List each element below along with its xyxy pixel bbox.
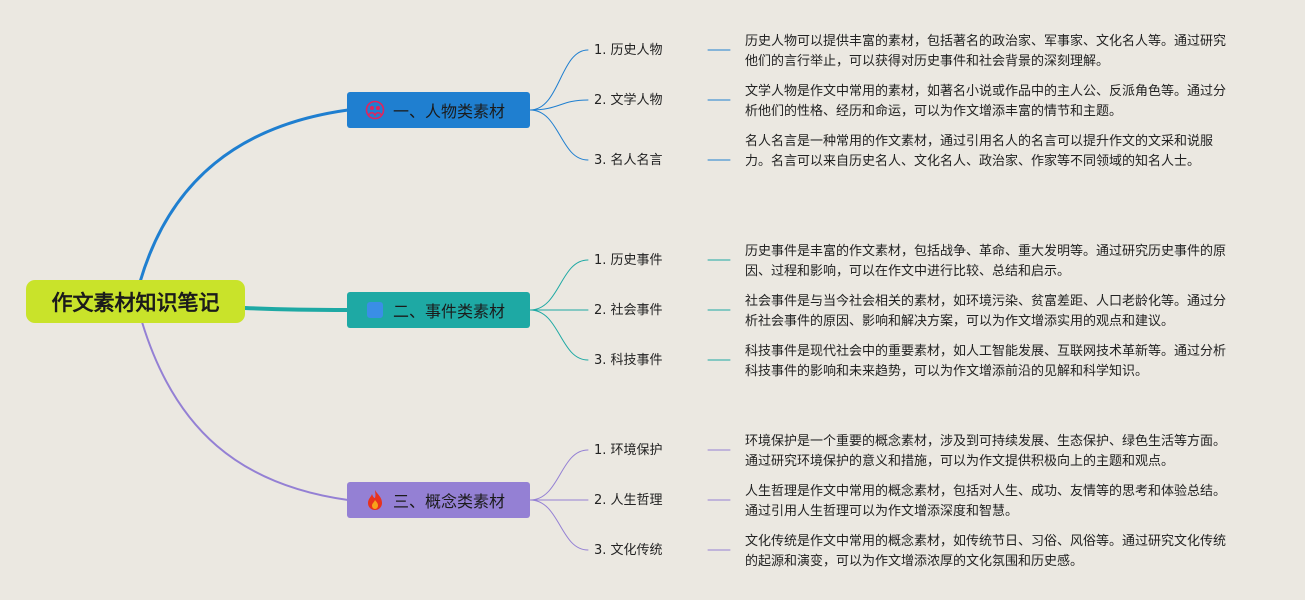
people-icon <box>363 98 387 122</box>
leaf-social-events[interactable]: 2. 社会事件 <box>594 302 663 320</box>
branch-label: 三、概念类素材 <box>393 492 506 511</box>
leaf-famous-quotes[interactable]: 3. 名人名言 <box>594 152 663 170</box>
leaf-label: 3. 名人名言 <box>594 153 663 168</box>
leaf-label: 3. 科技事件 <box>594 353 663 368</box>
leaf-label: 1. 历史人物 <box>594 43 663 58</box>
note-environmental-protection: 环境保护是一个重要的概念素材，涉及到可持续发展、生态保护、绿色生活等方面。通过研… <box>745 434 1227 469</box>
connector-branch3-leaf3 <box>529 499 589 551</box>
connector-branch2-leaf1 <box>529 259 589 311</box>
note-literary-figures: 文学人物是作文中常用的素材，如著名小说或作品中的主人公、反派角色等。通过分析他们… <box>745 84 1227 119</box>
square-icon <box>363 298 387 322</box>
connector-branch3-leaf1 <box>529 449 589 501</box>
connector-branch1-leaf2 <box>529 99 589 111</box>
note-cultural-tradition: 文化传统是作文中常用的概念素材，如传统节日、习俗、风俗等。通过研究文化传统的起源… <box>745 534 1227 569</box>
branch-label: 一、人物类素材 <box>393 102 506 121</box>
connector-branch2-leaf3 <box>529 309 589 361</box>
leaf-label: 1. 环境保护 <box>594 443 663 458</box>
leaf-label: 2. 社会事件 <box>594 303 663 318</box>
branch-people-materials[interactable]: 一、人物类素材 <box>347 92 530 128</box>
leaf-label: 2. 文学人物 <box>594 93 663 108</box>
branch-label: 二、事件类素材 <box>393 302 506 321</box>
leaf-historical-figures[interactable]: 1. 历史人物 <box>594 42 663 60</box>
leaf-tech-events[interactable]: 3. 科技事件 <box>594 352 663 370</box>
note-historical-figures: 历史人物可以提供丰富的素材，包括著名的政治家、军事家、文化名人等。通过研究他们的… <box>745 34 1227 69</box>
connector-root-branch2 <box>243 306 350 312</box>
leaf-label: 1. 历史事件 <box>594 253 663 268</box>
branch-concept-materials[interactable]: 三、概念类素材 <box>347 482 530 518</box>
leaf-literary-figures[interactable]: 2. 文学人物 <box>594 92 663 110</box>
note-tech-events: 科技事件是现代社会中的重要素材，如人工智能发展、互联网技术革新等。通过分析科技事… <box>745 344 1227 379</box>
leaf-life-philosophy[interactable]: 2. 人生哲理 <box>594 492 663 510</box>
connector-root-branch3 <box>141 321 349 501</box>
leaf-environmental-protection[interactable]: 1. 环境保护 <box>594 442 663 460</box>
connector-root-branch1 <box>138 108 350 284</box>
root-topic-label: 作文素材知识笔记 <box>51 290 220 315</box>
connector-branch1-leaf1 <box>529 49 589 111</box>
note-life-philosophy: 人生哲理是作文中常用的概念素材，包括对人生、成功、友情等的思考和体验总结。通过引… <box>745 484 1227 519</box>
note-historical-events: 历史事件是丰富的作文素材，包括战争、革命、重大发明等。通过研究历史事件的原因、过… <box>745 244 1227 279</box>
note-social-events: 社会事件是与当今社会相关的素材，如环境污染、贫富差距、人口老龄化等。通过分析社会… <box>745 294 1227 329</box>
leaf-label: 2. 人生哲理 <box>594 493 663 508</box>
note-famous-quotes: 名人名言是一种常用的作文素材，通过引用名人的名言可以提升作文的文采和说服力。名言… <box>745 134 1214 169</box>
fire-icon <box>363 488 387 512</box>
leaf-cultural-tradition[interactable]: 3. 文化传统 <box>594 542 663 560</box>
branch-event-materials[interactable]: 二、事件类素材 <box>347 292 530 328</box>
leaf-label: 3. 文化传统 <box>594 543 663 558</box>
root-topic[interactable]: 作文素材知识笔记 <box>26 280 245 323</box>
connector-branch1-leaf3 <box>529 109 589 161</box>
leaf-historical-events[interactable]: 1. 历史事件 <box>594 252 663 270</box>
